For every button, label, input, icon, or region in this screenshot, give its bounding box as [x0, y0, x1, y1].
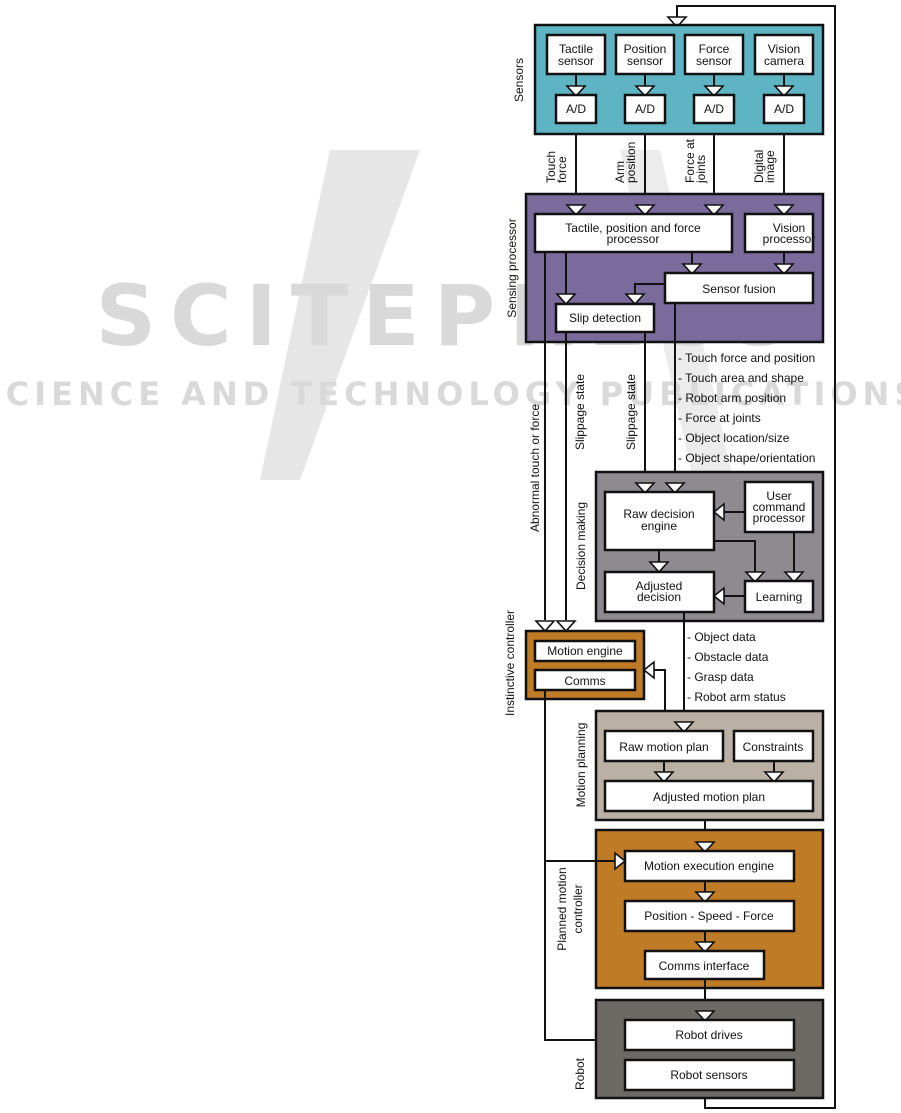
- user-command-processor: [743, 480, 815, 534]
- abnormal-touch-label: Abnormal touch or force: [528, 404, 542, 532]
- tactile-sensor-line2: sensor: [558, 54, 594, 68]
- sensor-vision: Vision camera A/D: [753, 33, 815, 125]
- sensing-processor-group-label: Sensing processor: [505, 218, 519, 317]
- instinctive-comms-box: [533, 668, 637, 692]
- feedback-loop-line: [676, 5, 836, 1109]
- constraints-label: Constraints: [743, 740, 804, 754]
- adjusted-motion-plan-label: Adjusted motion plan: [653, 790, 765, 804]
- vision-ad-label: A/D: [774, 102, 794, 116]
- force-sensor-line1: Force: [699, 42, 730, 56]
- motion-engine-box: [533, 639, 637, 663]
- learning-box: [743, 579, 815, 614]
- slip-detection-label: Slip detection: [569, 311, 641, 325]
- sensor-tactile: Tactile sensor A/D: [545, 33, 607, 125]
- raw-decision-line1: Raw decision: [623, 507, 694, 521]
- tactile-position-force-processor: [533, 212, 734, 254]
- adjusted-motion-plan-box: [603, 779, 815, 813]
- tactile-ad-box: [554, 93, 598, 125]
- adjusted-decision: [603, 570, 716, 614]
- robot-sensors-label: Robot sensors: [670, 1068, 747, 1082]
- vision-processor: [743, 212, 815, 254]
- decision-output-item: - Object data: [687, 630, 756, 644]
- vision-processor-line2: processor: [763, 232, 816, 246]
- vision-camera-box: [753, 33, 815, 76]
- robot-drives-label: Robot drives: [675, 1028, 742, 1042]
- tactile-ad-label: A/D: [566, 102, 586, 116]
- signal-force-joints-line1: Force at: [683, 138, 697, 183]
- raw-decision-line2: engine: [641, 519, 677, 533]
- constraints-box: [732, 729, 815, 763]
- vision-processor-line1: Vision: [773, 221, 805, 235]
- slip-detection-box: [554, 302, 656, 334]
- instinctive-to-drives-line: [544, 861, 617, 1041]
- sensing-output-item: - Object location/size: [678, 431, 790, 445]
- robot-sensors-box: [623, 1058, 796, 1092]
- force-ad-label: A/D: [704, 102, 724, 116]
- watermark-swoosh-left: [260, 150, 420, 480]
- planned-motion-controller-label-line1: Planned motion: [555, 867, 569, 950]
- sensor-fusion-label: Sensor fusion: [702, 282, 775, 296]
- force-sensor-line2: sensor: [696, 54, 732, 68]
- position-speed-force-box: [623, 899, 796, 933]
- vision-camera-line2: camera: [764, 54, 804, 68]
- user-command-line2: command: [753, 500, 806, 514]
- adjusted-decision-line1: Adjusted: [636, 579, 683, 593]
- signal-force-joints-line2: joints: [694, 155, 708, 184]
- user-command-line3: processor: [753, 511, 806, 525]
- sensing-output-item: - Force at joints: [678, 411, 761, 425]
- signal-touch-force-line1: Touch: [544, 151, 558, 183]
- signal-touch-force-line2: force: [555, 156, 569, 183]
- sensing-output-list: - Touch force and position - Touch area …: [678, 351, 815, 465]
- motion-execution-engine-label: Motion execution engine: [644, 859, 774, 873]
- sensing-output-item: - Object shape/orientation: [678, 451, 815, 465]
- position-speed-force-label: Position - Speed - Force: [644, 909, 774, 923]
- tpf-processor-line2: processor: [607, 232, 660, 246]
- watermark-subtitle: SCIENCE AND TECHNOLOGY PUBLICATIONS: [0, 375, 901, 413]
- position-sensor-box: [614, 33, 676, 76]
- adjusted-decision-line2: decision: [637, 590, 681, 604]
- slippage-label-b: Slippage state: [624, 374, 638, 450]
- motion-engine-label: Motion engine: [547, 644, 623, 658]
- learning-label: Learning: [756, 590, 803, 604]
- instinctive-controller-group-label: Instinctive controller: [503, 610, 517, 716]
- robot-drives-box: [623, 1018, 796, 1052]
- sensor-force: Force sensor A/D: [683, 33, 745, 125]
- sensing-output-item: - Touch area and shape: [678, 371, 804, 385]
- raw-motion-plan-box: [603, 729, 725, 763]
- position-sensor-line1: Position: [624, 42, 667, 56]
- sensing-output-item: - Touch force and position: [678, 351, 815, 365]
- motion-execution-engine-box: [623, 849, 796, 883]
- decision-output-item: - Grasp data: [687, 670, 754, 684]
- planned-motion-controller-label-line2: controller: [571, 884, 585, 933]
- sensing-output-item: - Robot arm position: [678, 391, 786, 405]
- vision-ad-box: [762, 93, 806, 125]
- decision-output-item: - Robot arm status: [687, 690, 786, 704]
- tpf-processor-line1: Tactile, position and force: [565, 221, 701, 235]
- instinctive-comms-label: Comms: [564, 674, 605, 688]
- motion-planning-group-label: Motion planning: [574, 723, 588, 808]
- decision-output-list: - Object data - Obstacle data - Grasp da…: [687, 630, 786, 704]
- force-ad-box: [692, 93, 736, 125]
- robot-group-label: Robot: [573, 1057, 587, 1090]
- signal-digital-image-line2: image: [763, 150, 777, 183]
- user-command-line1: User: [766, 489, 791, 503]
- vision-camera-line1: Vision: [768, 42, 800, 56]
- raw-motion-plan-label: Raw motion plan: [619, 740, 708, 754]
- position-ad-label: A/D: [635, 102, 655, 116]
- tactile-sensor-line1: Tactile: [559, 42, 593, 56]
- sensor-fusion-box: [663, 271, 815, 305]
- slippage-label-a: Slippage state: [573, 374, 587, 450]
- comms-interface-label: Comms interface: [659, 959, 750, 973]
- signal-arm-position-line1: Arm: [613, 161, 627, 183]
- signal-arm-position-line2: position: [624, 142, 638, 183]
- decision-making-group-label: Decision making: [574, 502, 588, 590]
- sensor-position: Position sensor A/D: [614, 33, 676, 125]
- decision-output-item: - Obstacle data: [687, 650, 769, 664]
- sensors-group-label: Sensors: [512, 58, 526, 102]
- position-ad-box: [623, 93, 667, 125]
- signal-digital-image-line1: Digital: [752, 150, 766, 183]
- position-sensor-line2: sensor: [627, 54, 663, 68]
